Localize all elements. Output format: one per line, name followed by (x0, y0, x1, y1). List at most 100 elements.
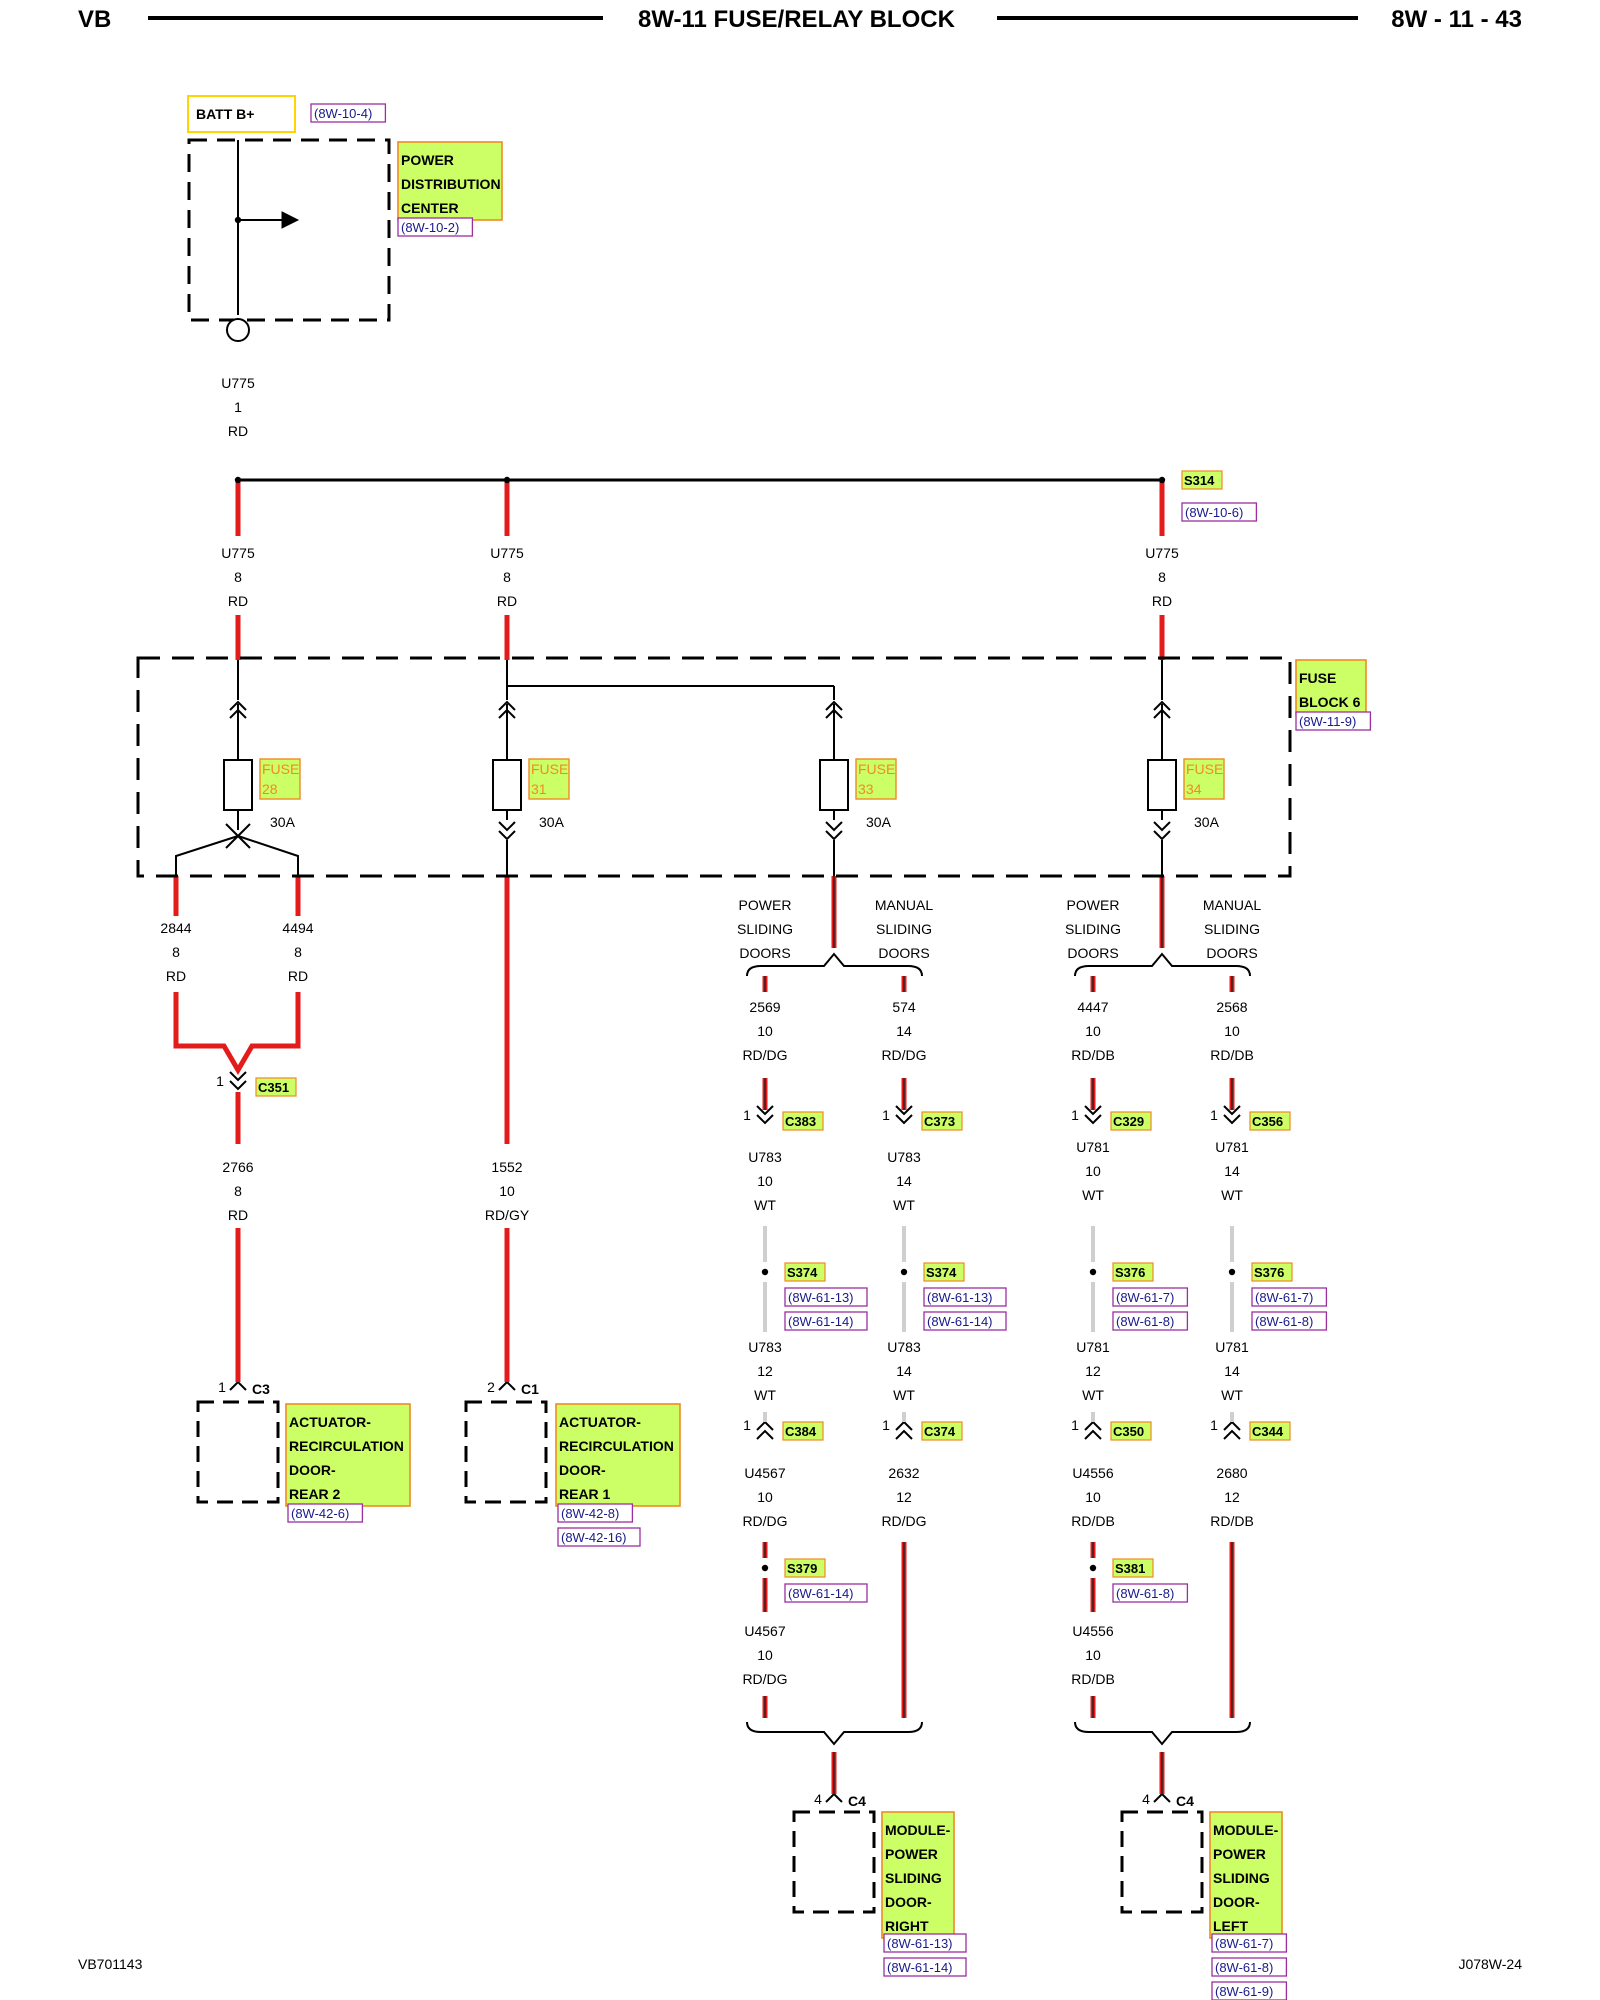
wire-u781_b2-circuit: U781 (1215, 1339, 1249, 1355)
fuse-28-chevron-icon (229, 700, 247, 711)
connector-c384-label: C384 (785, 1424, 817, 1439)
connector-c350-chevron-icon (1084, 1420, 1102, 1431)
wire-w574-circuit: 574 (892, 999, 916, 1015)
wire-u783_b2-gauge: 14 (896, 1363, 912, 1379)
fuse-34-label: FUSE (1186, 761, 1223, 777)
pdc-text: POWER (401, 152, 454, 168)
splice-s376b-ref-box (1251, 1287, 1328, 1307)
fuse-34-out-chevron-icon (1153, 821, 1171, 832)
connector-c4l-chevron-icon (1153, 1792, 1171, 1803)
fuse-33-symbol (819, 759, 849, 811)
connector-c1-pin: 2 (487, 1379, 495, 1395)
connector-c329-chevron-icon (1084, 1114, 1102, 1125)
module-right-ref: (8W-61-14) (887, 1960, 953, 1975)
fuse-31-highlight (528, 758, 570, 800)
pdc-text: DISTRIBUTION (401, 176, 501, 192)
wire-u775-c-color: RD (1152, 593, 1172, 609)
wire-u775-b-circuit: U775 (490, 545, 524, 561)
module-left-text: POWER (1213, 1846, 1266, 1862)
wire-u783_a2-circuit: U783 (748, 1339, 782, 1355)
connector-c4r-label: C4 (848, 1793, 866, 1809)
splice-s374b-ref: (8W-61-14) (927, 1314, 993, 1329)
header-left: VB (78, 6, 112, 33)
connector-c329-highlight (1110, 1111, 1152, 1131)
wire-4494-circuit: 4494 (282, 920, 313, 936)
wire-w2569-gauge: 10 (757, 1023, 773, 1039)
wire-u4556_2-gauge: 10 (1085, 1647, 1101, 1663)
connector-c356-pin: 1 (1210, 1107, 1218, 1123)
wire-2766-circuit: 2766 (222, 1159, 253, 1175)
pdc-highlight (397, 141, 503, 221)
module-left-connector-box (1120, 1810, 1204, 1914)
branch-power-label: POWER (739, 897, 792, 913)
branch-manual-label: DOORS (1206, 945, 1257, 961)
wire-1552-color: RD/GY (485, 1207, 530, 1223)
splice-s376b-ref: (8W-61-8) (1255, 1314, 1313, 1329)
splice-s314-highlight (1181, 470, 1223, 490)
connector-c383-highlight (782, 1111, 824, 1131)
splice-s376b-ref: (8W-61-7) (1255, 1290, 1313, 1305)
pdc-ref: (8W-10-2) (401, 220, 459, 235)
connector-c4l-label: C4 (1176, 1793, 1194, 1809)
module-right-connector-box (792, 1810, 876, 1914)
splice-s376b-dot (1228, 1268, 1236, 1276)
connector-c373-highlight (921, 1111, 963, 1131)
fuse-28-rating: 30A (270, 814, 296, 830)
splice-s374a-ref: (8W-61-13) (788, 1290, 854, 1305)
module-right-text: POWER (885, 1846, 938, 1862)
wire-u781_a1-circuit: U781 (1076, 1139, 1110, 1155)
actuator-rear1-text: DOOR- (559, 1462, 606, 1478)
connector-c373-chevron-icon (895, 1105, 913, 1116)
module-right-text: SLIDING (885, 1870, 942, 1886)
actuator-rear1-text: REAR 1 (559, 1486, 611, 1502)
connector-c350-chevron-icon (1084, 1429, 1102, 1440)
connector-c329-chevron-icon (1084, 1105, 1102, 1116)
pdc-ref-box (397, 217, 474, 237)
batt-ref-box (310, 103, 387, 123)
fuse-34-chevron-icon (1153, 700, 1171, 711)
branch-merge (746, 1721, 923, 1746)
module-left-ref-box (1211, 1933, 1288, 1953)
footer-right-code: J078W-24 (1458, 1956, 1522, 1972)
connector-c351-highlight (255, 1077, 297, 1097)
wire-u781_b2-gauge: 14 (1224, 1363, 1240, 1379)
connector-c344-highlight (1249, 1421, 1291, 1441)
module-left-text: SLIDING (1213, 1870, 1270, 1886)
fuse-28-symbol (223, 759, 253, 811)
module-left-ref: (8W-61-8) (1215, 1960, 1273, 1975)
splice-s379-label: S379 (787, 1561, 817, 1576)
fuse-34-number: 34 (1186, 781, 1202, 797)
wire-u4567_2-circuit: U4567 (744, 1623, 785, 1639)
connector-c1-chevron-icon (498, 1380, 516, 1391)
module-left-text: MODULE- (1213, 1822, 1279, 1838)
pdc-text: CENTER (401, 200, 459, 216)
fuse-block-text: BLOCK 6 (1299, 694, 1361, 710)
wire-w2569-color: RD/DG (742, 1047, 787, 1063)
splice-s374b-ref: (8W-61-13) (927, 1290, 993, 1305)
module-right-text: DOOR- (885, 1894, 932, 1910)
wire-u775-a-circuit: U775 (221, 545, 255, 561)
connector-c356-chevron-icon (1223, 1105, 1241, 1116)
fuse-block-text: FUSE (1299, 670, 1336, 686)
fuse-block-ref-box (1295, 711, 1372, 731)
wire-4494-color: RD (288, 968, 308, 984)
wire-2844-4494-merge (173, 992, 301, 1075)
actuator-rear2-text: REAR 2 (289, 1486, 341, 1502)
fuse-33-chevron-icon (825, 700, 843, 711)
actuator-rear2-ref-box (287, 1503, 364, 1523)
splice-s379-ref-box (784, 1583, 868, 1603)
connector-c344-pin: 1 (1210, 1417, 1218, 1433)
branch-merge (1074, 1721, 1251, 1746)
connector-c383-pin: 1 (743, 1107, 751, 1123)
connector-c373-label: C373 (924, 1114, 955, 1129)
fuse-28-split (175, 835, 299, 876)
fuse-33-rating: 30A (866, 814, 892, 830)
wire-u775-c-gauge: 8 (1158, 569, 1166, 585)
fuse-31-rating: 30A (539, 814, 565, 830)
wire-w2568-gauge: 10 (1224, 1023, 1240, 1039)
fuse-28-label: FUSE (262, 761, 299, 777)
splice-s374a-ref: (8W-61-14) (788, 1314, 854, 1329)
actuator-rear1-ref-box (557, 1503, 634, 1523)
wire-u4567_1-color: RD/DG (742, 1513, 787, 1529)
fuse-33-highlight (855, 758, 897, 800)
